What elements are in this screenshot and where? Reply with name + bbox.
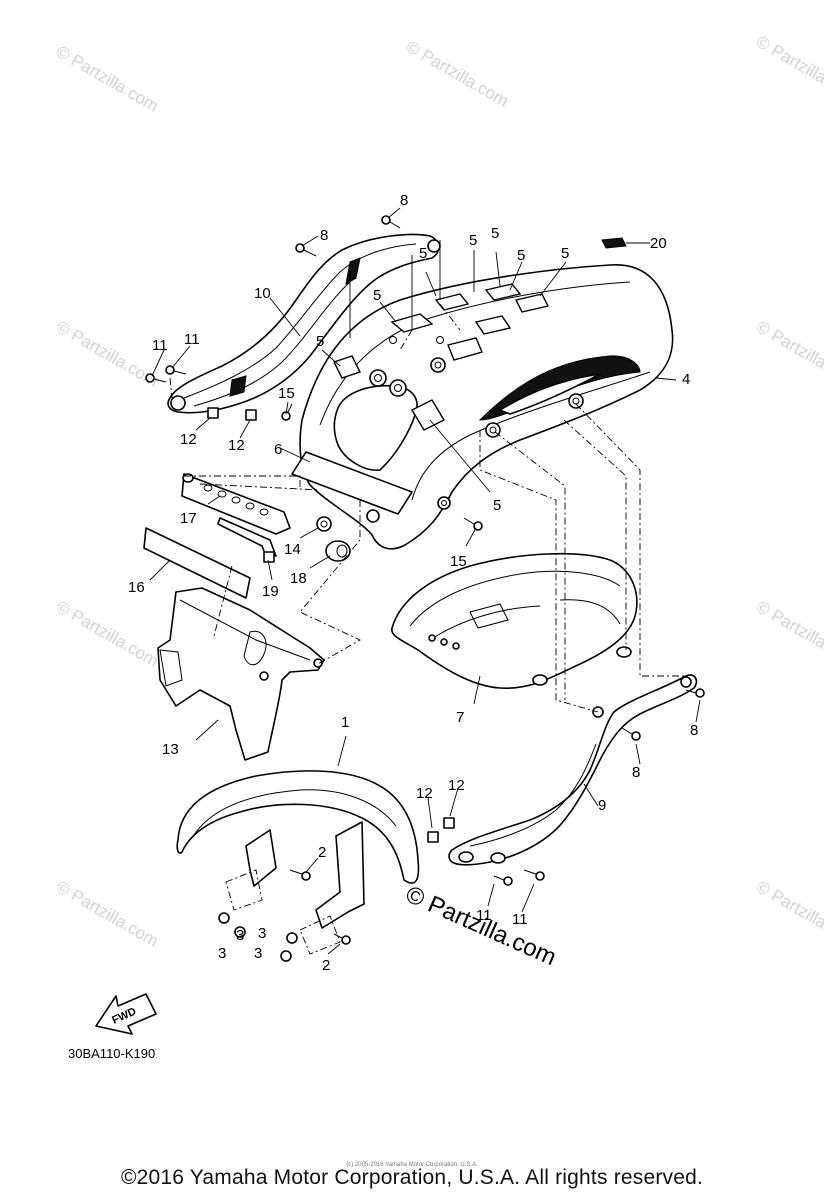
callout-5: 5 — [561, 245, 569, 262]
callout-4: 4 — [682, 371, 690, 388]
part-13-flap — [157, 587, 325, 761]
footer-copyright: ©2016 Yamaha Motor Corporation, U.S.A. A… — [120, 1166, 704, 1189]
callouts: 8 8 20 5 5 5 5 5 5 5 5 10 11 11 4 15 12 … — [128, 192, 698, 974]
callout-2: 2 — [322, 957, 330, 974]
callout-9: 9 — [598, 797, 606, 814]
watermark: © Partzilla.com — [53, 877, 162, 951]
fwd-arrow-icon: FWD — [95, 993, 157, 1035]
watermark: © Partzilla.com — [53, 42, 162, 116]
callout-11: 11 — [512, 911, 528, 928]
callout-14: 14 — [284, 541, 301, 558]
bolt-11b — [165, 365, 187, 375]
callout-17: 17 — [180, 510, 197, 527]
callout-5: 5 — [316, 333, 324, 350]
bolt-8b — [381, 215, 401, 229]
callout-8: 8 — [690, 722, 698, 739]
callout-5: 5 — [517, 247, 525, 264]
callout-12: 12 — [228, 437, 245, 454]
callout-20: 20 — [650, 235, 667, 252]
callout-19: 19 — [262, 583, 279, 600]
bolt-8d — [621, 727, 641, 741]
bolt-11c — [493, 875, 513, 886]
nut-3c — [286, 932, 298, 944]
bolt-11d — [523, 869, 545, 881]
part-10-grab-rail-left — [167, 233, 441, 414]
nut-3b — [234, 926, 246, 938]
callout-5: 5 — [493, 497, 501, 514]
callout-5: 5 — [419, 245, 427, 262]
bolt-8a — [295, 243, 317, 257]
callout-15: 15 — [450, 553, 467, 570]
callout-11: 11 — [476, 907, 492, 924]
callout-3: 3 — [258, 925, 266, 942]
callout-3: 3 — [218, 945, 226, 962]
callout-12: 12 — [416, 785, 433, 802]
bolt-15b — [463, 517, 483, 531]
callout-5: 5 — [491, 225, 499, 242]
parts-diagram: © Partzilla.com © Partzilla.com © Partzi… — [53, 32, 824, 1061]
bolts — [145, 215, 705, 962]
watermark: © Partzilla.com — [753, 32, 824, 106]
collar-12b — [245, 409, 257, 421]
nut-3d — [280, 950, 292, 962]
watermark: © Partzilla.com — [53, 317, 162, 391]
callout-8: 8 — [320, 227, 328, 244]
callout-3: 3 — [236, 927, 244, 944]
callout-7: 7 — [456, 709, 464, 726]
callout-10: 10 — [254, 285, 271, 302]
bolt-8c — [685, 688, 705, 698]
watermark: © Partzilla.com — [753, 877, 824, 951]
part-14-collar — [316, 516, 332, 532]
partzilla-stamp: © Partzilla.com — [402, 881, 561, 971]
callout-16: 16 — [128, 579, 145, 596]
watermark: © Partzilla.com — [753, 317, 824, 391]
callout-11: 11 — [152, 337, 168, 354]
part-7-inner-fender — [391, 552, 638, 689]
nut-3a — [218, 912, 230, 924]
callout-1: 1 — [341, 714, 349, 731]
part-19-clip — [217, 517, 277, 563]
watermark: © Partzilla.com — [403, 37, 512, 111]
callout-2: 2 — [318, 844, 326, 861]
callout-13: 13 — [162, 741, 179, 758]
part-4-rear-fender-cover — [291, 264, 674, 550]
callout-11: 11 — [184, 331, 200, 348]
diagram-code: 30BA110-K190 — [68, 1046, 155, 1061]
callout-18: 18 — [290, 570, 307, 587]
collar-12a — [207, 407, 219, 419]
part-20-label — [601, 237, 650, 249]
part-18-grommet — [325, 540, 351, 562]
part-6-plate — [291, 451, 413, 515]
callout-12: 12 — [448, 777, 465, 794]
callout-8: 8 — [632, 764, 640, 781]
callout-12: 12 — [180, 431, 197, 448]
part-9-grab-rail-right — [448, 674, 698, 866]
part-1-front-fender — [176, 770, 420, 955]
watermark: © Partzilla.com — [53, 597, 162, 671]
footer-small-print: (c) 2005-2016 Yamaha Motor Corporation, … — [346, 1162, 478, 1168]
watermark: © Partzilla.com — [753, 597, 824, 671]
callout-6: 6 — [274, 441, 282, 458]
callout-3: 3 — [254, 945, 262, 962]
callout-8: 8 — [400, 192, 408, 209]
callout-5: 5 — [469, 232, 477, 249]
leader-lines — [149, 207, 701, 955]
callout-5: 5 — [373, 287, 381, 304]
bolt-2b — [333, 933, 351, 945]
part-16-strip — [143, 527, 251, 599]
collar-12c — [427, 831, 439, 843]
collar-12d — [443, 817, 455, 829]
callout-15: 15 — [278, 385, 295, 402]
